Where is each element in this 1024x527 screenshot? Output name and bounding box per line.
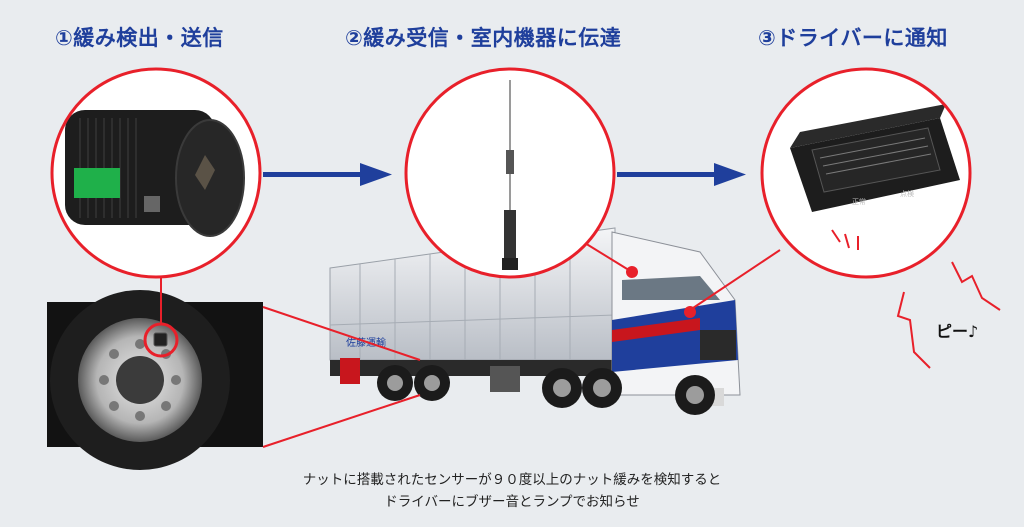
alarm-unit-image: 正常 点検 xyxy=(790,104,960,212)
step3-title: ③ドライバーに通知 xyxy=(758,26,948,50)
windshield xyxy=(622,276,720,300)
sensor-green-tab xyxy=(74,168,120,198)
beep-sound-label: ピー♪ xyxy=(936,322,979,341)
in-cab-device-circle: 正常 点検 xyxy=(760,67,972,279)
grille xyxy=(700,330,736,360)
caption-line-2: ドライバーにブザー音とランプでお知らせ xyxy=(384,494,640,510)
sound-zigzags xyxy=(896,261,1001,369)
device-location-marker xyxy=(684,306,696,318)
step1-title: ①緩み検出・送信 xyxy=(55,26,224,50)
arrow-1-head xyxy=(360,163,392,186)
antenna-image xyxy=(502,80,518,270)
fuel-tank xyxy=(490,366,520,392)
step2-title: ②緩み受信・室内機器に伝達 xyxy=(345,26,622,50)
mudflap xyxy=(340,358,360,384)
antenna-location-marker xyxy=(626,266,638,278)
truck-chassis xyxy=(330,360,630,376)
callout-lines xyxy=(160,239,781,448)
status-label-inspect: 点検 xyxy=(900,189,914,198)
beep-marks xyxy=(831,229,859,250)
wheel-closeup-photo xyxy=(47,290,263,470)
sensor-circle xyxy=(50,67,262,279)
flow-arrows xyxy=(263,163,746,186)
antenna-circle xyxy=(404,67,616,279)
caption-line-1: ナットに搭載されたセンサーが９０度以上のナット緩みを検知すると xyxy=(302,472,722,488)
arrow-2-head xyxy=(714,163,746,186)
status-label-normal: 正常 xyxy=(852,197,866,206)
